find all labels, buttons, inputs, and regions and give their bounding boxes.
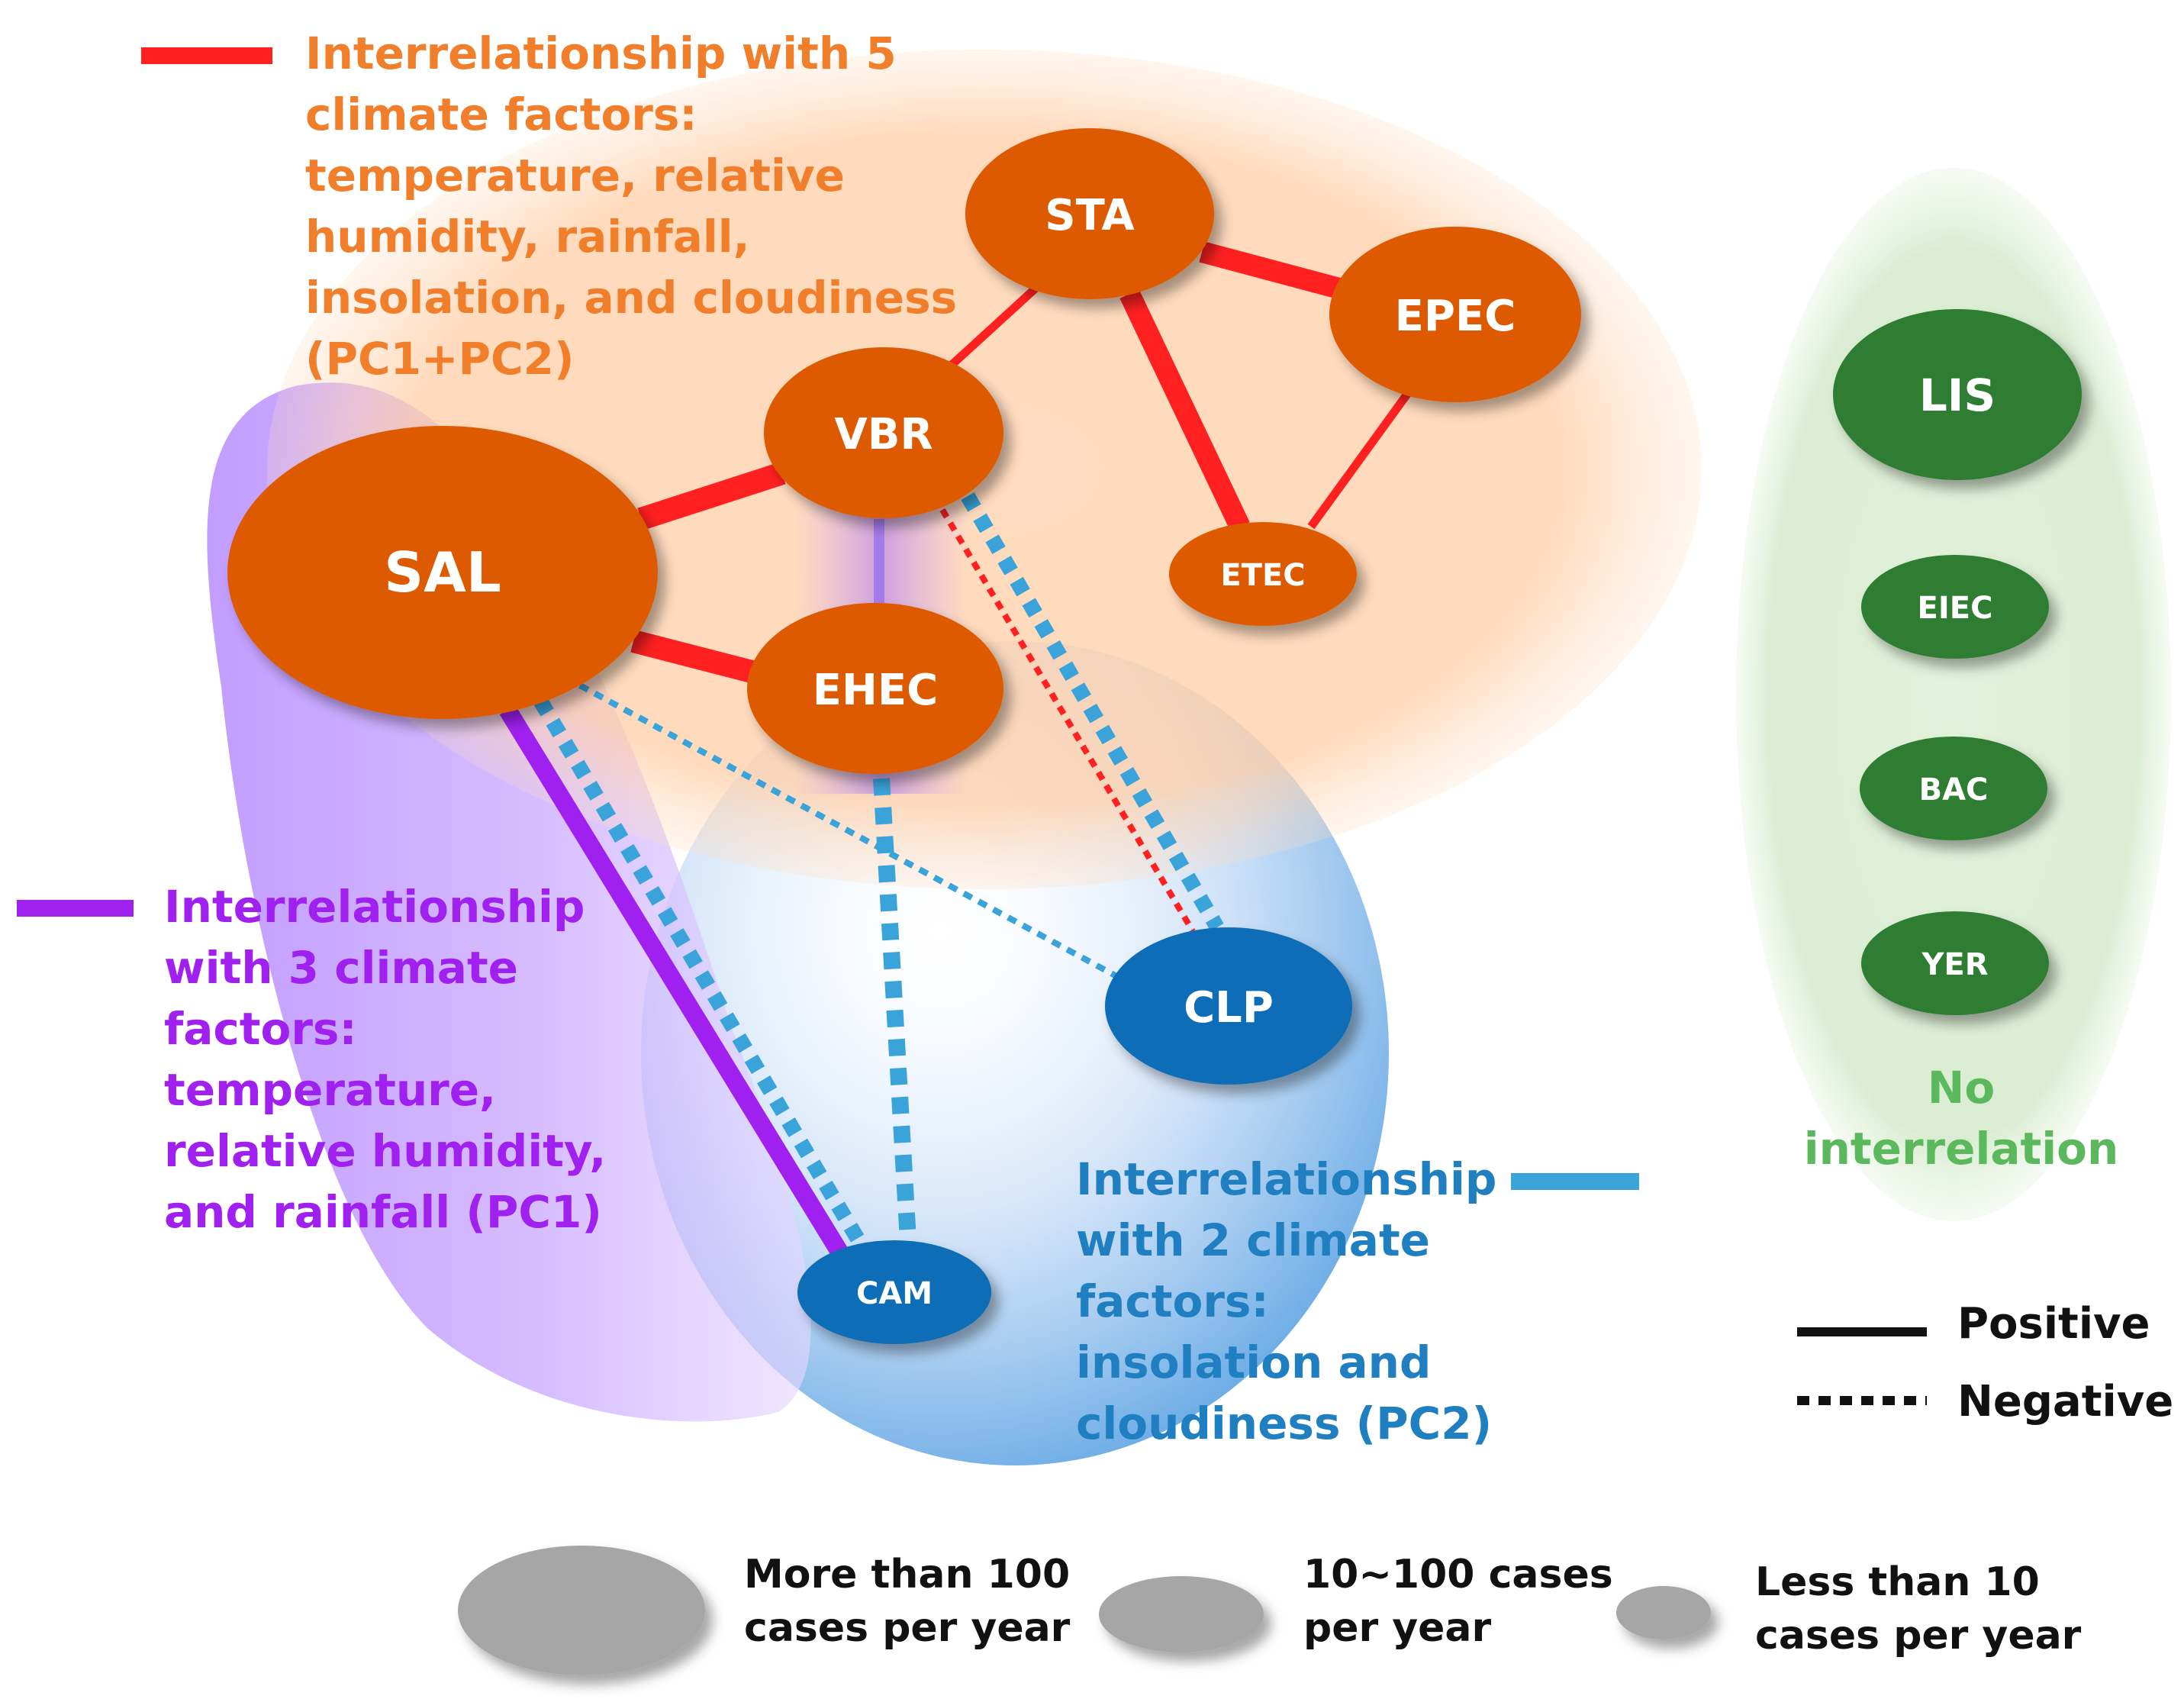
label-etec: ETEC [1220, 558, 1305, 593]
node-sal [227, 426, 658, 719]
legend-no-interrelation-text: No interrelation [1803, 1062, 2119, 1175]
node-eiec [1861, 555, 2049, 659]
label-bac: BAC [1919, 772, 1989, 808]
edge-sal-vbr [637, 462, 786, 530]
size-legend-medium-text: 10~100 cases per year [1303, 1552, 1613, 1651]
label-yer: YER [1921, 947, 1988, 982]
node-etec [1169, 522, 1357, 626]
edge-sta-etec [1119, 289, 1250, 532]
edge-sal-cam-negative [533, 696, 865, 1245]
edge-sta-epec [1199, 241, 1342, 299]
node-bac [1860, 737, 2047, 840]
edge-vbr-clp-red [939, 508, 1196, 933]
edge-vbr-sta [947, 282, 1041, 370]
edge-sal-cam [499, 704, 848, 1257]
label-eiec: EIEC [1918, 591, 1993, 626]
edge-sal-ehec [630, 630, 755, 683]
edge-sal-clp [578, 682, 1119, 980]
size-legend-large-text: More than 100 cases per year [744, 1552, 1071, 1651]
edge-vbr-clp-blue [961, 492, 1224, 932]
label-ehec: EHEC [813, 666, 938, 715]
label-lis: LIS [1919, 369, 1996, 421]
label-epec: EPEC [1395, 292, 1516, 341]
legend-pc1-text: Interrelationship with 3 climate factors… [164, 881, 607, 1238]
node-yer [1861, 911, 2049, 1015]
label-sal: SAL [384, 540, 501, 604]
edge-epec-etec [1307, 390, 1412, 530]
node-vbr [764, 347, 1003, 518]
size-legend-small [1616, 1586, 1711, 1639]
legend-pc1-pc2-text: Interrelationship with 5 climate factors… [305, 27, 958, 385]
node-epec [1329, 227, 1581, 402]
node-sta [965, 128, 1214, 299]
size-legend-small-text: Less than 10 cases per year [1755, 1559, 2082, 1659]
label-vbr: VBR [834, 410, 933, 459]
legend-pc2-text: Interrelationship with 2 climate factors… [1076, 1153, 1497, 1449]
node-lis [1833, 309, 2082, 480]
legend-negative-label: Negative [1957, 1377, 2174, 1427]
node-ehec [747, 603, 1003, 774]
edge-ehec-cam [873, 778, 916, 1241]
node-cam [797, 1240, 991, 1344]
label-cam: CAM [856, 1276, 933, 1311]
legend-positive-label: Positive [1957, 1299, 2150, 1349]
node-clp [1105, 927, 1352, 1085]
size-legend-large [458, 1546, 705, 1675]
label-sta: STA [1045, 191, 1135, 240]
size-legend-medium [1099, 1576, 1264, 1652]
label-clp: CLP [1184, 983, 1274, 1033]
